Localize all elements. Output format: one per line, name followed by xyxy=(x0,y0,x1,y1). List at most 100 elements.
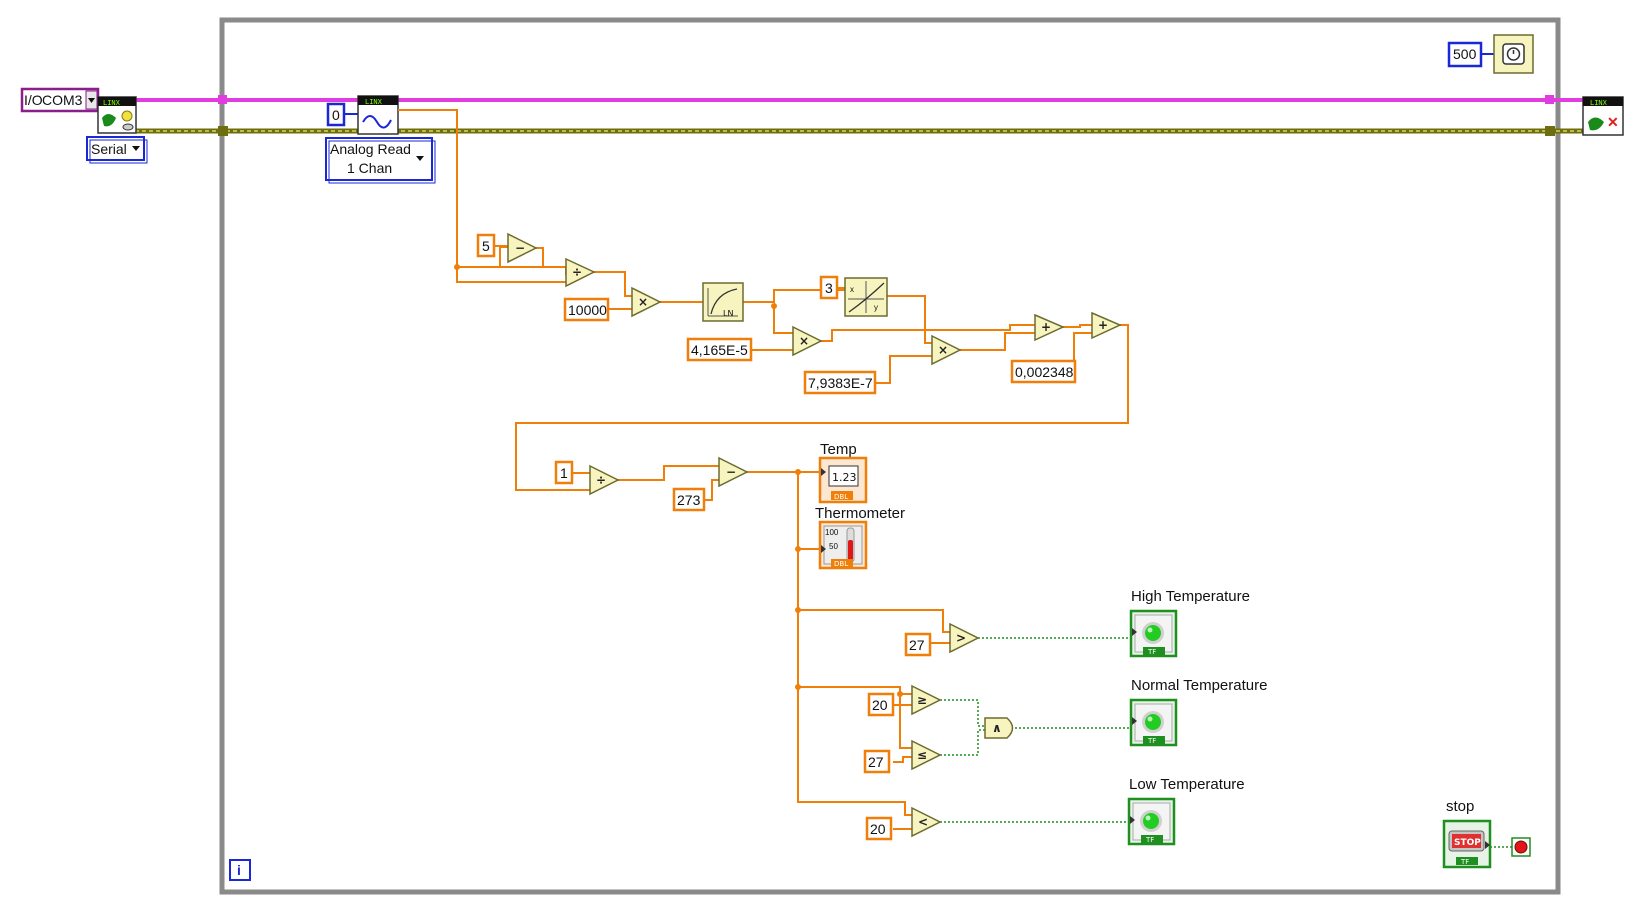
svg-text:×: × xyxy=(638,295,648,309)
chevron-down-icon[interactable] xyxy=(132,146,140,151)
divide-node[interactable]: ÷ xyxy=(589,464,620,496)
temp-value: 1.23 xyxy=(832,471,857,484)
while-loop-frame[interactable] xyxy=(219,17,1561,895)
divide-node[interactable]: ÷ xyxy=(565,257,596,288)
loop-condition-terminal[interactable] xyxy=(1511,837,1531,857)
const-value: 27 xyxy=(909,637,925,653)
const-normal-high[interactable]: 27 xyxy=(863,749,891,774)
interface-value: Serial xyxy=(91,141,127,157)
linx-open-node[interactable]: LINX xyxy=(97,96,137,134)
boolean-wires xyxy=(940,637,1512,848)
spark-icon xyxy=(121,110,133,122)
analog-read-selector[interactable]: Analog Read 1 Chan xyxy=(325,137,436,184)
natural-log-node[interactable]: LN xyxy=(702,282,744,322)
low-temp-led[interactable]: TF xyxy=(1127,797,1176,846)
svg-text:−: − xyxy=(515,241,525,255)
dbl-tag: DBL xyxy=(834,493,848,501)
stop-label: stop xyxy=(1446,798,1474,815)
const-b-coefficient[interactable]: 4,165E-5 xyxy=(686,337,753,362)
const-low-limit[interactable]: 20 xyxy=(865,816,893,841)
led-icon xyxy=(1143,813,1159,829)
svg-text:≤: ≤ xyxy=(917,748,927,762)
stop-button[interactable]: STOP TF xyxy=(1442,819,1492,869)
const-1[interactable]: 1 xyxy=(554,460,574,485)
and-node[interactable]: ∧ xyxy=(984,717,1014,739)
linx-badge: LINX xyxy=(365,98,383,106)
tf-tag: TF xyxy=(1147,648,1156,656)
temp-indicator[interactable]: 1.23 DBL xyxy=(818,456,868,504)
interface-enum[interactable]: Serial xyxy=(86,136,148,164)
linx-close-node[interactable]: LINX ✕ xyxy=(1582,96,1624,136)
const-normal-low[interactable]: 20 xyxy=(867,692,895,717)
svg-text:y: y xyxy=(874,303,878,312)
multiply-node[interactable]: × xyxy=(792,325,823,357)
svg-text:×: × xyxy=(938,343,948,357)
plug-icon xyxy=(102,114,116,127)
const-value: 1 xyxy=(560,465,568,481)
const-5[interactable]: 5 xyxy=(476,233,496,258)
plug-icon xyxy=(1588,117,1604,131)
const-value: 20 xyxy=(870,821,886,837)
wait-ms-constant[interactable]: 500 xyxy=(1447,41,1483,68)
stop-button-text: STOP xyxy=(1454,838,1481,848)
waveform-icon xyxy=(362,115,392,129)
multiply-node[interactable]: × xyxy=(631,286,662,318)
high-temp-led[interactable]: TF xyxy=(1129,609,1178,658)
greater-equal-node[interactable]: ≥ xyxy=(911,684,942,716)
add-node[interactable]: + xyxy=(1034,313,1065,342)
error-wire xyxy=(135,126,1598,136)
const-a-coefficient[interactable]: 0,002348 xyxy=(1010,359,1077,384)
less-node[interactable]: < xyxy=(911,806,942,838)
iteration-terminal: i xyxy=(229,859,251,881)
svg-text:×: × xyxy=(799,334,809,348)
chevron-down-icon[interactable] xyxy=(416,156,424,161)
const-c-coefficient[interactable]: 7,9383E-7 xyxy=(803,370,877,395)
close-icon: ✕ xyxy=(1607,114,1619,130)
log-curve-icon xyxy=(710,288,738,315)
wait-ms-value: 500 xyxy=(1453,46,1477,62)
svg-text:+: + xyxy=(1098,318,1108,332)
const-high-limit[interactable]: 27 xyxy=(904,632,932,657)
linx-badge: LINX xyxy=(103,99,121,107)
thermometer-label: Thermometer xyxy=(815,505,905,522)
svg-text:+: + xyxy=(1041,320,1051,334)
const-10000[interactable]: 10000 xyxy=(563,297,610,322)
led-icon xyxy=(1145,625,1161,641)
multiply-node[interactable]: × xyxy=(931,334,962,366)
less-equal-node[interactable]: ≤ xyxy=(911,739,942,771)
wait-ms-node[interactable] xyxy=(1493,34,1534,74)
greater-node[interactable]: > xyxy=(949,622,980,654)
power-node[interactable]: x y xyxy=(844,277,888,317)
high-temp-label: High Temperature xyxy=(1131,588,1250,605)
numeric-wires xyxy=(398,109,1129,830)
resource-wire xyxy=(100,95,1598,104)
chevron-down-icon[interactable] xyxy=(88,98,95,103)
thermometer-scale-top: 100 xyxy=(825,528,839,537)
add-node[interactable]: + xyxy=(1091,311,1122,340)
const-273[interactable]: 273 xyxy=(672,487,706,512)
const-3[interactable]: 3 xyxy=(819,275,839,300)
const-value: 27 xyxy=(868,754,884,770)
stop-circle-icon xyxy=(1514,840,1528,854)
analog-read-node[interactable]: LINX xyxy=(357,95,399,135)
subtract-node[interactable]: − xyxy=(718,456,749,488)
channel-constant[interactable]: 0 xyxy=(326,102,346,127)
temp-label: Temp xyxy=(820,441,857,458)
subtract-node[interactable]: − xyxy=(507,232,538,264)
svg-text:−: − xyxy=(726,465,736,479)
visa-resource-constant[interactable]: I/O COM3 xyxy=(20,87,100,113)
normal-temp-led[interactable]: TF xyxy=(1129,698,1178,747)
tf-tag: TF xyxy=(1147,737,1156,745)
tf-tag: TF xyxy=(1460,858,1469,866)
normal-temp-label: Normal Temperature xyxy=(1131,677,1267,694)
ln-label: LN xyxy=(723,309,733,318)
iteration-glyph: i xyxy=(237,862,241,878)
const-value: 0,002348 xyxy=(1015,364,1074,380)
const-value: 20 xyxy=(872,697,888,713)
clock-icon xyxy=(1506,47,1521,61)
selector-line1: Analog Read xyxy=(330,141,411,157)
svg-text:<: < xyxy=(918,815,928,829)
const-value: 10000 xyxy=(568,302,607,318)
thermometer-indicator[interactable]: 100 50 DBL xyxy=(818,520,868,570)
